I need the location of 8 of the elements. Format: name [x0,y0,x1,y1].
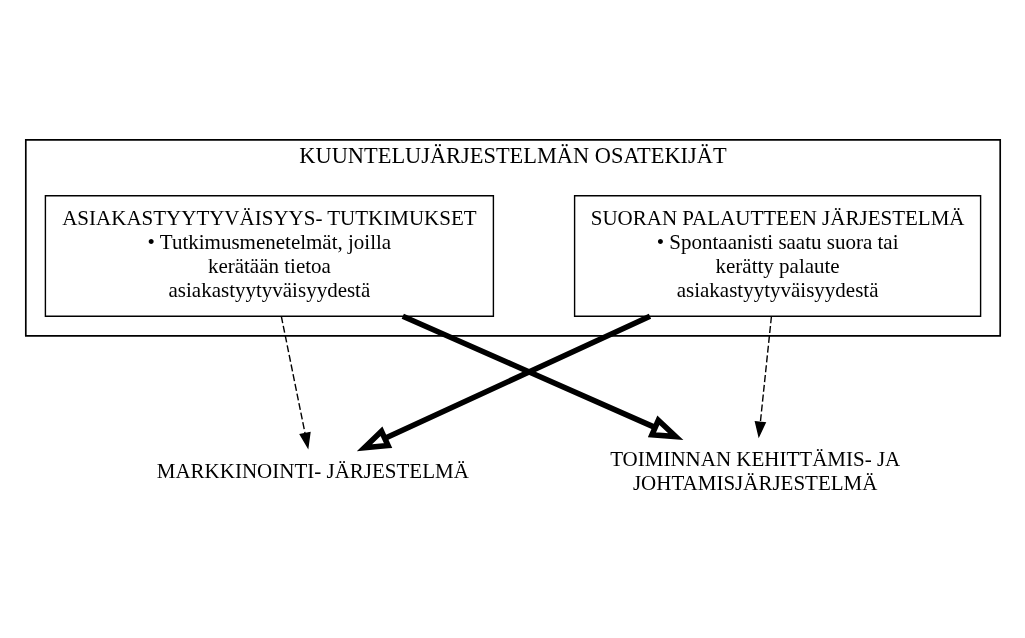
arrow [280,315,311,450]
arrow [754,315,772,439]
arrow [401,313,683,440]
node-box: SUORAN PALAUTTEEN JÄRJESTELMÄ • Spontaanisti saatu suora tai kerätty palaute asiakastyytyväisyydestä [573,195,981,317]
node-box: ASIAKASTYYTYVÄISYYS- TUTKIMUKSET • Tutkimusmenetelmät, joilla kerätään tietoa asiakastyytyväisyydestä [44,195,494,317]
node-text: MARKKINOINTI- JÄRJESTELMÄ [156,458,469,483]
arrow [356,313,651,452]
node-text: TOIMINNAN KEHITTÄMIS- JA JOHTAMISJÄRJESTELMÄ [609,447,900,495]
